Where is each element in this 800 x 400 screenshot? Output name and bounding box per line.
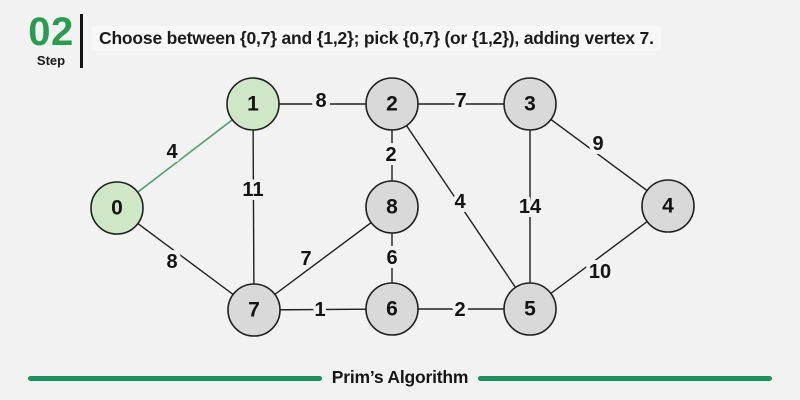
edge-0-1 bbox=[116, 103, 254, 209]
edge-4-5 bbox=[529, 205, 669, 310]
node-label-1: 1 bbox=[247, 93, 259, 116]
edge-0-7 bbox=[116, 207, 255, 311]
edge-1-7 bbox=[252, 103, 255, 311]
node-label-3: 3 bbox=[524, 93, 536, 116]
footer-rule-right bbox=[478, 376, 772, 381]
edge-7-8 bbox=[253, 206, 393, 311]
edge-weight-0-7: 8 bbox=[166, 251, 177, 273]
edge-weight-3-4: 9 bbox=[592, 133, 603, 155]
node-6 bbox=[365, 282, 419, 336]
node-5 bbox=[503, 282, 557, 336]
edge-weight-4-5: 10 bbox=[589, 261, 611, 283]
node-3 bbox=[503, 77, 557, 131]
node-label-4: 4 bbox=[662, 195, 674, 218]
edge-weight-5-6: 2 bbox=[454, 299, 465, 321]
step-badge: 02 Step bbox=[22, 12, 80, 68]
node-0 bbox=[90, 181, 144, 235]
edge-3-4 bbox=[529, 103, 669, 207]
step-number: 02 bbox=[28, 10, 74, 54]
step-description-wrap: Choose between {0,7} and {1,2}; pick {0,… bbox=[92, 0, 661, 76]
node-label-2: 2 bbox=[386, 93, 398, 116]
node-4 bbox=[641, 179, 695, 233]
node-label-5: 5 bbox=[524, 298, 536, 321]
edge-weight-1-7: 11 bbox=[242, 179, 263, 201]
edge-weight-2-5: 4 bbox=[454, 191, 466, 213]
node-7 bbox=[227, 283, 281, 337]
node-label-8: 8 bbox=[386, 196, 398, 219]
footer-title: Prim’s Algorithm bbox=[331, 367, 469, 387]
node-1 bbox=[226, 77, 280, 131]
edge-weight-6-7: 1 bbox=[314, 299, 325, 321]
header-divider bbox=[80, 14, 83, 68]
edge-weight-3-5: 14 bbox=[519, 196, 542, 218]
node-2 bbox=[365, 77, 419, 131]
step-label: Step bbox=[36, 53, 66, 68]
edge-weight-2-8: 2 bbox=[385, 144, 396, 166]
node-label-0: 0 bbox=[111, 197, 123, 220]
edge-2-5 bbox=[391, 103, 531, 310]
node-label-6: 6 bbox=[386, 298, 398, 321]
footer-rule-left bbox=[28, 376, 322, 381]
edge-weight-1-2: 8 bbox=[315, 90, 326, 112]
node-label-7: 7 bbox=[248, 299, 260, 322]
step-description: Choose between {0,7} and {1,2}; pick {0,… bbox=[92, 25, 661, 51]
edge-weight-6-8: 6 bbox=[386, 247, 397, 269]
node-8 bbox=[365, 180, 419, 234]
edge-weight-2-3: 7 bbox=[455, 90, 466, 112]
edge-weight-0-1: 4 bbox=[166, 141, 178, 163]
edge-weight-7-8: 7 bbox=[300, 248, 311, 270]
